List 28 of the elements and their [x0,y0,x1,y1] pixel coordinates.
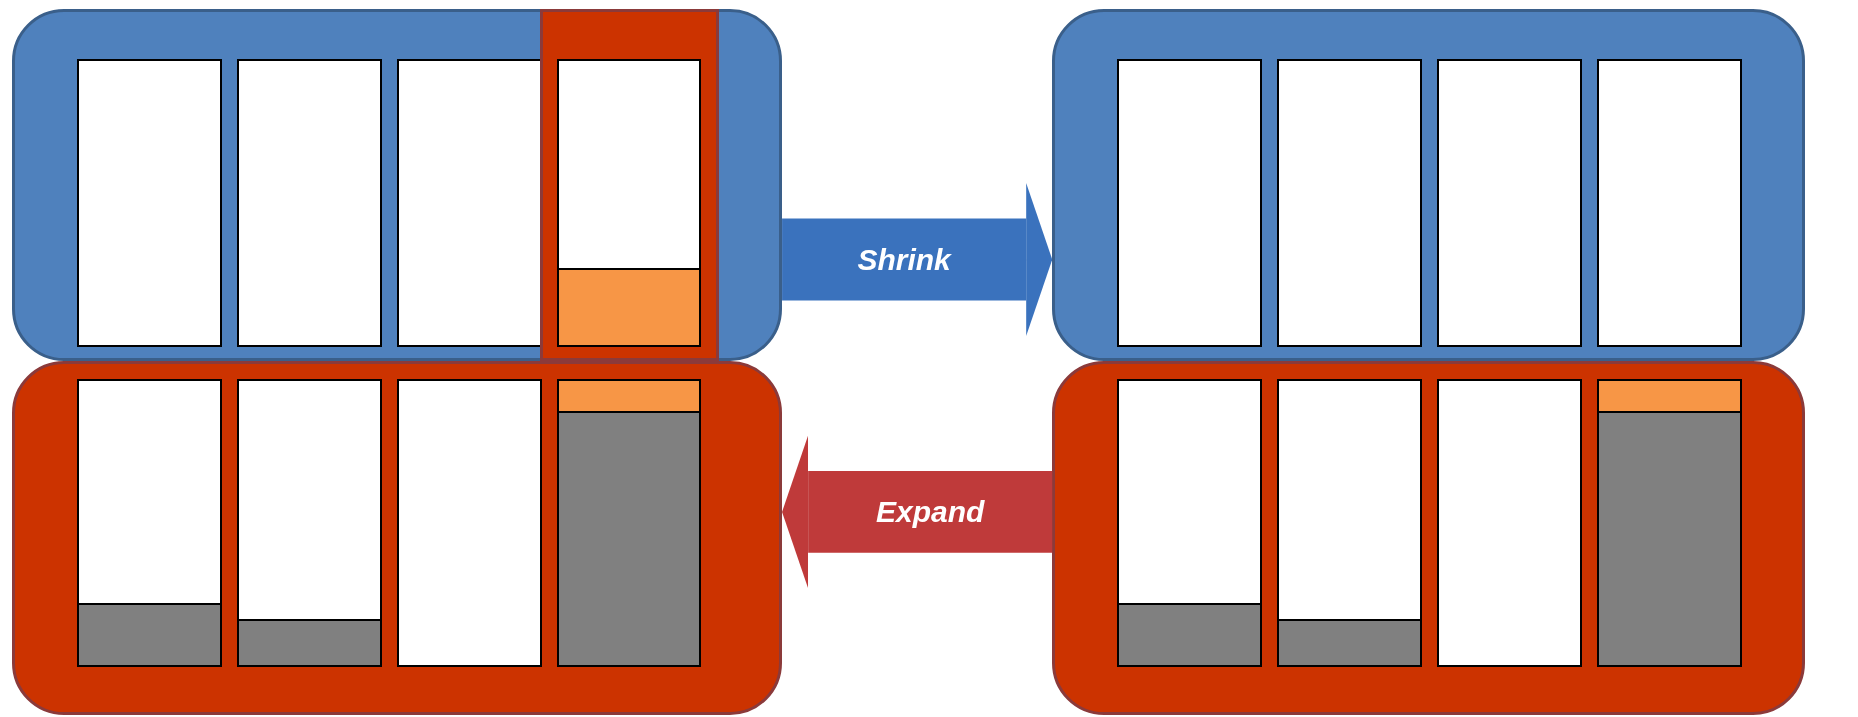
fill-segment [558,267,700,346]
column-bar [556,59,702,348]
fill-segment [79,603,220,666]
column-bar [1437,379,1582,668]
edge-label: Expand [876,496,985,527]
upper-panel [1052,9,1805,362]
fill-segment [1119,603,1260,666]
fill-segment [558,381,700,412]
fill-segment [238,618,380,666]
column-bar [236,59,382,348]
block-arrow [782,183,1053,336]
column-bar [1277,59,1422,348]
block-arrow [782,435,1053,589]
column-bar [1597,59,1742,348]
column-bar [1277,379,1422,668]
column-bar [77,59,222,348]
column-bar [77,379,222,668]
column-bar [396,379,542,668]
lower-panel [1052,361,1805,715]
fill-segment [1279,618,1420,666]
column-bar [1117,59,1262,348]
column-bar [236,379,382,668]
edge-label: Shrink [857,244,951,275]
lower-panel [11,361,783,715]
column-bar [396,59,542,348]
column-bar [1117,379,1262,668]
column-bar [1437,59,1582,348]
fill-segment [1599,381,1740,412]
